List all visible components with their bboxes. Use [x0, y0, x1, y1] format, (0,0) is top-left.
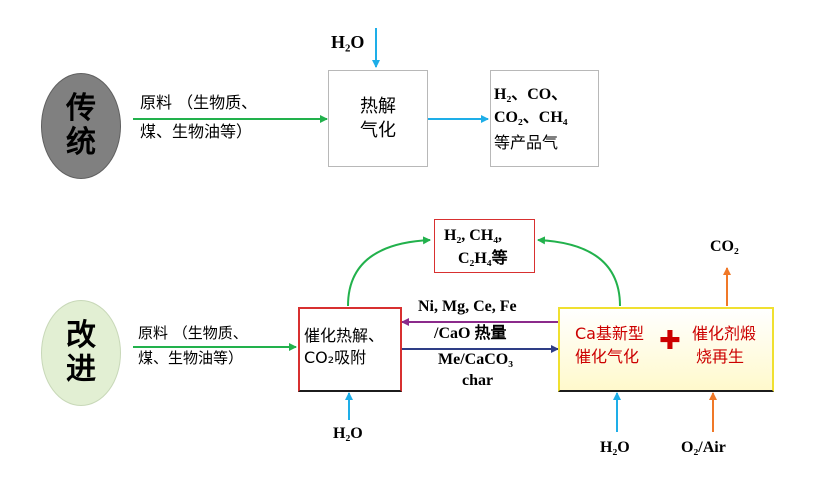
traditional-process-line1: 热解: [360, 95, 396, 117]
regen-line2: 烧再生: [696, 347, 745, 366]
gasifier-box: [558, 307, 774, 392]
improved-label-char1: 改: [66, 317, 96, 353]
gasifier-water-label: H₂O: [600, 439, 630, 456]
regen-line1: 催化剂煅: [692, 324, 757, 343]
pyrolysis-box: [298, 307, 402, 392]
pyrolysis-water-label: H₂O: [333, 425, 363, 442]
improved-label-char2: 进: [66, 352, 96, 387]
traditional-feed-line2: 煤、生物油等）: [140, 122, 253, 141]
traditional-products-line3: 等产品气: [494, 133, 559, 152]
improved-label-oval: 改 进: [41, 300, 121, 406]
gas-products-box: [434, 219, 535, 273]
gas-products-line2: C₂H₄等: [458, 250, 508, 267]
traditional-label-char2: 统: [66, 125, 96, 160]
improved-feed-line2: 煤、生物油等）: [138, 349, 244, 367]
plus-icon: ✚: [659, 326, 681, 356]
traditional-feed-line1: 原料 （生物质、: [140, 93, 258, 112]
traditional-water-label: H₂O: [331, 32, 365, 52]
improved-feed-line1: 原料 （生物质、: [138, 324, 248, 342]
traditional-process-line2: 气化: [360, 119, 396, 141]
traditional-label-char1: 传: [66, 90, 96, 126]
traditional-products-line2: CO₂、CH₄: [494, 109, 568, 126]
gas-up-arrow: [347, 236, 431, 307]
gas-products-line1: H₂, CH₄,: [444, 227, 503, 244]
traditional-process-box: 热解 气化: [328, 70, 428, 167]
flow-to-left-line2: /CaO 热量: [434, 325, 507, 342]
pyrolysis-line2: CO₂吸附: [304, 348, 367, 367]
oxidant-label: O₂/Air: [681, 439, 726, 456]
co2-output-label: CO₂: [710, 238, 739, 255]
pyrolysis-line1: 催化热解、: [304, 326, 385, 345]
gas-up-arrow-right: [537, 236, 621, 307]
traditional-products-line1: H₂、CO、: [494, 86, 568, 103]
gasifier-line1: Ca基新型: [575, 324, 644, 343]
traditional-label-oval: 传 统: [41, 73, 121, 179]
traditional-products-box: [490, 70, 599, 167]
flow-to-right-line2: char: [462, 372, 494, 389]
flow-to-left-line1: Ni, Mg, Ce, Fe: [418, 298, 517, 315]
flow-to-right-line1: Me/CaCO₃: [438, 351, 513, 368]
gasifier-line2: 催化气化: [575, 347, 640, 366]
